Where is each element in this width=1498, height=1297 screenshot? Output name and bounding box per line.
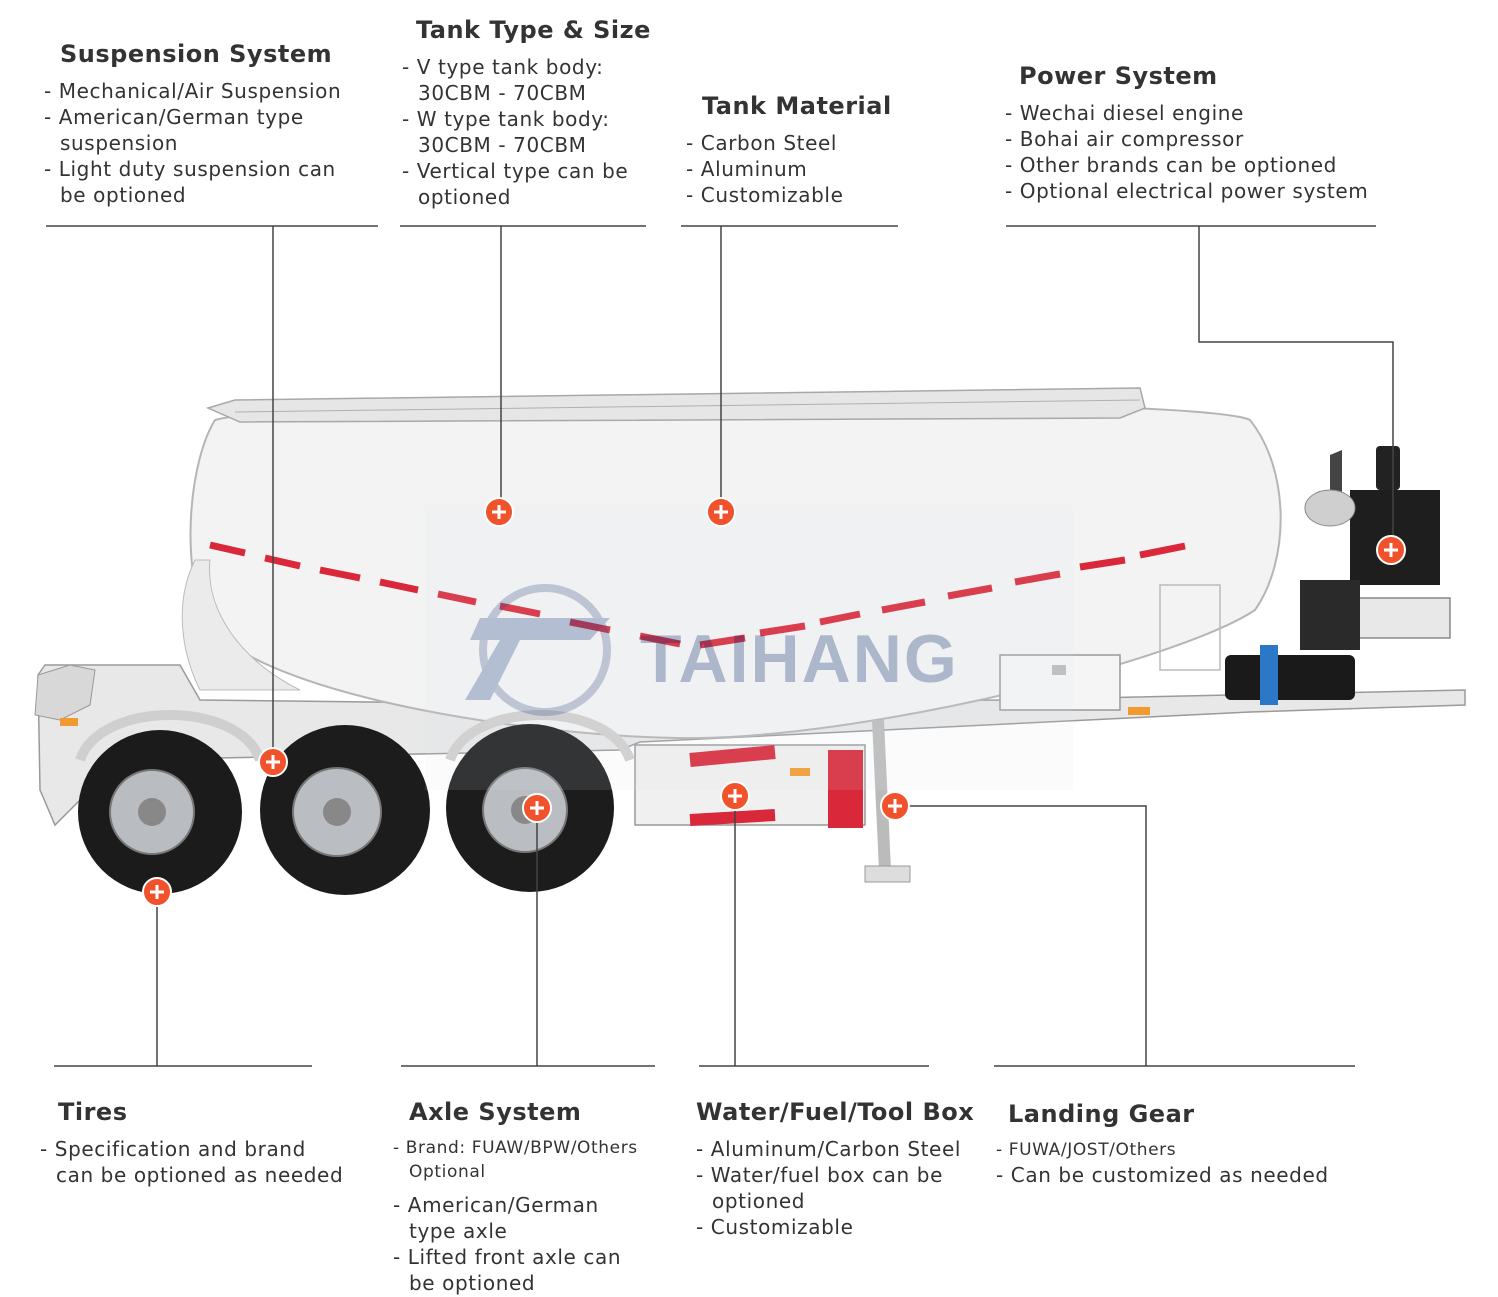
list-item: V type tank body: 30CBM - 70CBM	[402, 54, 662, 106]
hotspot-tank-material[interactable]	[706, 497, 736, 527]
callout-title: Power System	[1019, 62, 1218, 90]
list-item: Carbon Steel	[686, 130, 906, 156]
callout-landing-gear: Landing Gear FUWA/JOST/Others Can be cus…	[996, 1100, 1376, 1188]
hotspot-box[interactable]	[720, 781, 750, 811]
callout-list: Aluminum/Carbon Steel Water/fuel box can…	[696, 1136, 996, 1240]
hotspot-power-system[interactable]	[1376, 535, 1406, 565]
watermark-text: TAIHANG	[640, 621, 959, 697]
callout-title: Water/Fuel/Tool Box	[696, 1098, 975, 1126]
hotspot-tank-type[interactable]	[484, 497, 514, 527]
callout-tires: Tires Specification and brand can be opt…	[40, 1098, 370, 1188]
callout-box: Water/Fuel/Tool Box Aluminum/Carbon Stee…	[696, 1098, 996, 1240]
callout-power-system: Power System Wechai diesel engine Bohai …	[1005, 62, 1405, 204]
list-item: Can be customized as needed	[996, 1162, 1376, 1188]
callout-title: Tank Material	[702, 92, 892, 120]
list-item: FUWA/JOST/Others	[996, 1138, 1376, 1162]
list-item: Mechanical/Air Suspension	[44, 78, 384, 104]
list-item: Bohai air compressor	[1005, 126, 1405, 152]
callout-list: FUWA/JOST/Others Can be customized as ne…	[996, 1138, 1376, 1188]
hotspot-tires[interactable]	[142, 877, 172, 907]
trailer-illustration	[34, 387, 1466, 895]
leader-lines	[46, 225, 1394, 1067]
callout-list: V type tank body: 30CBM - 70CBM W type t…	[402, 54, 662, 210]
callout-title: Landing Gear	[1008, 1100, 1195, 1128]
list-item: Aluminum	[686, 156, 906, 182]
callout-list: Brand: FUAW/BPW/Others Optional American…	[393, 1136, 673, 1296]
hotspot-landing-gear[interactable]	[880, 791, 910, 821]
list-item: Customizable	[696, 1214, 996, 1240]
list-item: Optional electrical power system	[1005, 178, 1405, 204]
hotspots	[142, 497, 1406, 907]
callout-title: Tank Type & Size	[416, 16, 651, 44]
callout-list: Mechanical/Air Suspension American/Germa…	[44, 78, 384, 208]
callout-list: Wechai diesel engine Bohai air compresso…	[1005, 100, 1405, 204]
list-item: Other brands can be optioned	[1005, 152, 1405, 178]
callout-tank-material: Tank Material Carbon Steel Aluminum Cust…	[686, 92, 906, 208]
callout-suspension: Suspension System Mechanical/Air Suspens…	[44, 40, 384, 208]
callout-title: Tires	[58, 1098, 128, 1126]
list-item: Specification and brand can be optioned …	[40, 1136, 370, 1188]
list-item: W type tank body: 30CBM - 70CBM	[402, 106, 662, 158]
list-item: Wechai diesel engine	[1005, 100, 1405, 126]
callout-axle-system: Axle System Brand: FUAW/BPW/Others Optio…	[393, 1098, 673, 1296]
list-item: Vertical type can be optioned	[402, 158, 662, 210]
callout-list: Specification and brand can be optioned …	[40, 1136, 370, 1188]
list-item: Light duty suspension can be optioned	[44, 156, 384, 208]
hotspot-suspension[interactable]	[258, 747, 288, 777]
taihang-watermark: TAIHANG	[425, 505, 1073, 790]
callout-title: Suspension System	[60, 40, 333, 68]
list-item: Lifted front axle can be optioned	[393, 1244, 673, 1296]
callout-title: Axle System	[409, 1098, 582, 1126]
list-item: Water/fuel box can be optioned	[696, 1162, 996, 1214]
callout-list: Carbon Steel Aluminum Customizable	[686, 130, 906, 208]
list-item: Aluminum/Carbon Steel	[696, 1136, 996, 1162]
hotspot-axle[interactable]	[522, 793, 552, 823]
list-item: Customizable	[686, 182, 906, 208]
list-item: Brand: FUAW/BPW/Others Optional	[393, 1136, 673, 1184]
list-item: American/German type axle	[393, 1192, 673, 1244]
callout-tank-type: Tank Type & Size V type tank body: 30CBM…	[402, 16, 662, 210]
list-item: American/German type suspension	[44, 104, 384, 156]
